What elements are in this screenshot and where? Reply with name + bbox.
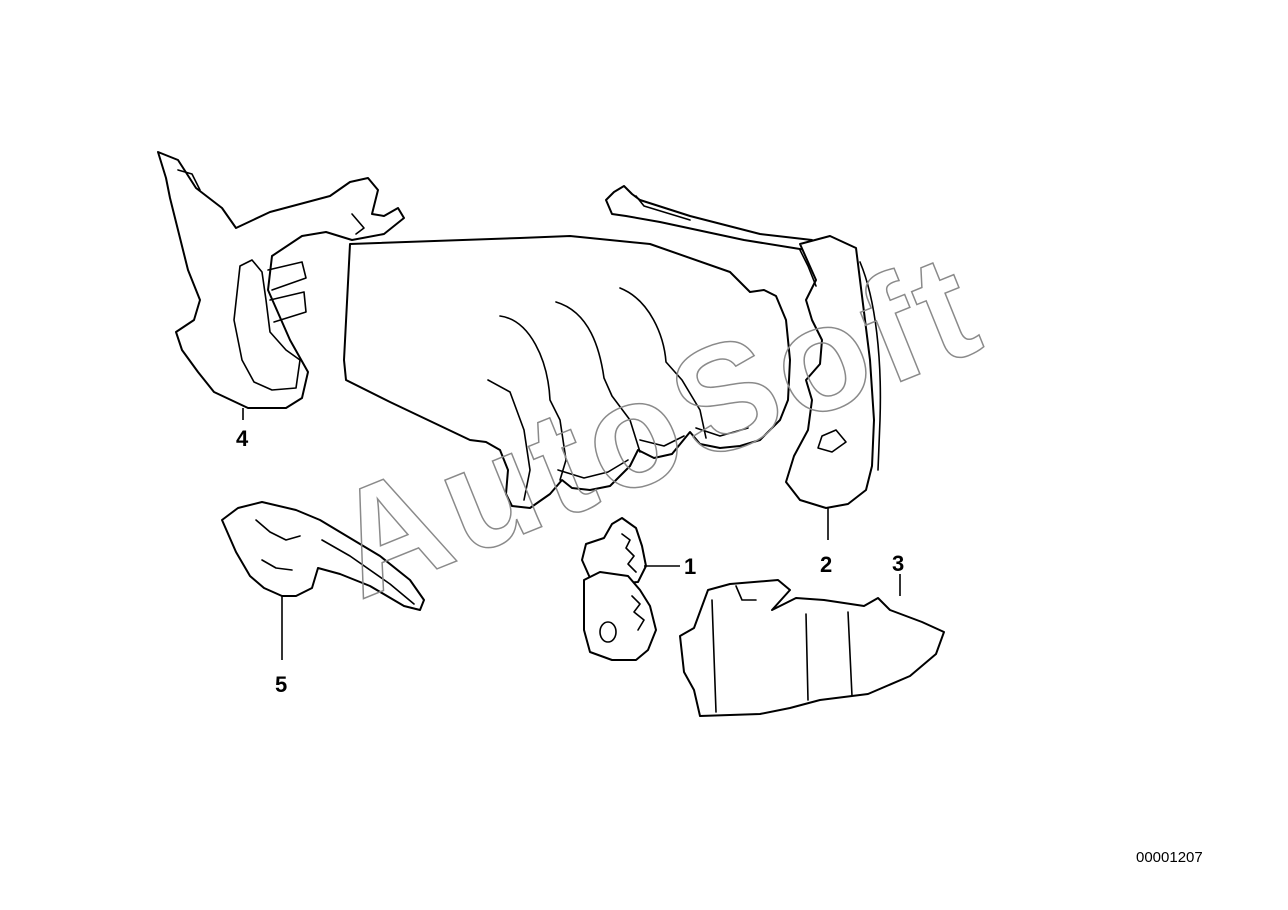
part-4-left-upper-cover[interactable]: [157, 151, 405, 409]
part-3-lower-right-cover[interactable]: [679, 579, 945, 717]
part-5-lower-left-strip[interactable]: [221, 501, 425, 611]
leader-lines: [242, 408, 901, 660]
callout-1: 1: [684, 554, 696, 579]
part-2-right-rib-cover[interactable]: [605, 185, 882, 509]
callout-5: 5: [275, 672, 287, 697]
diagram-number: 00001207: [1136, 849, 1203, 866]
part-1-small-toothed-bracket[interactable]: [581, 517, 657, 661]
callout-2: 2: [820, 552, 832, 577]
intake-manifold: [343, 235, 791, 509]
callout-3: 3: [892, 551, 904, 576]
callout-4: 4: [236, 426, 249, 451]
